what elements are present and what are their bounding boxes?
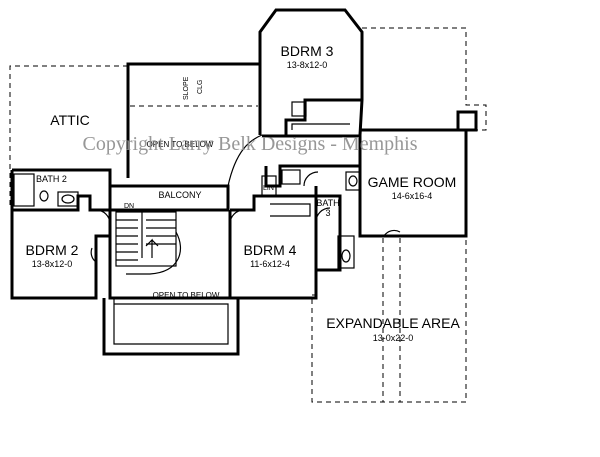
bdrm3-closet-wall: [284, 98, 362, 135]
bath2-name: BATH 2: [36, 174, 67, 184]
bdrm4-wall: [230, 194, 318, 300]
expandable-name: EXPANDABLE AREA: [326, 315, 460, 331]
tub-upper: [281, 169, 301, 185]
open-to-below-lower: OPEN TO BELOW: [153, 291, 220, 300]
bdrm3-dim: 13-8x12-0: [287, 60, 328, 70]
dashed-outlines: [9, 27, 487, 403]
door-swing: [383, 229, 401, 237]
clg-note: CLG: [197, 80, 204, 94]
stair-core-wall: [110, 184, 230, 212]
door-swing: [229, 209, 245, 225]
sink-upper: [345, 171, 361, 191]
stair-arrow: [145, 238, 159, 258]
bdrm3-wall: [258, 8, 364, 136]
game-room-dim: 14-6x16-4: [392, 191, 433, 201]
bdrm3-attic-outline: [362, 27, 487, 131]
lin-note: LIN: [263, 185, 274, 192]
stair-rail: [126, 231, 181, 275]
door-swing: [315, 207, 331, 223]
bath2-wall: [12, 168, 128, 188]
bdrm4-closet: [270, 203, 311, 217]
labels: BDRM 3 13-8x12-0 ATTIC SLOPE CLG OPEN TO…: [26, 43, 461, 343]
toilet-upper: [348, 175, 358, 187]
balcony-name: BALCONY: [158, 190, 201, 200]
attic-outline: [9, 65, 128, 205]
dn-note: DN: [124, 203, 134, 210]
door-swing: [303, 171, 319, 187]
bdrm3-closet-shelf: [291, 123, 350, 130]
slope-note: SLOPE: [183, 76, 190, 100]
expandable-dim: 13-0x22-0: [373, 333, 414, 343]
bath3-toilet: [341, 249, 351, 263]
bath3-name-line1: BATH: [316, 198, 339, 208]
bath2-tub: [13, 173, 35, 207]
stair-box: [115, 211, 177, 267]
bdrm4-name: BDRM 4: [244, 242, 297, 258]
attic-name: ATTIC: [50, 112, 89, 128]
bdrm2-name: BDRM 2: [26, 242, 79, 258]
bath2-lower-wall: [10, 170, 112, 212]
door-swing: [90, 247, 97, 263]
expandable-outline: [311, 236, 467, 403]
open-below-rail: [102, 298, 240, 356]
doors: [90, 171, 401, 263]
bdrm3-closet-box: [291, 101, 307, 117]
open-below-inner: [113, 298, 229, 345]
game-room-name: GAME ROOM: [368, 174, 457, 190]
bath2-vanity: [57, 191, 79, 207]
stairs: [115, 211, 181, 275]
bath2-sink: [61, 194, 75, 204]
open-area-wall: [126, 62, 260, 178]
bdrm4-dim: 11-6x12-4: [250, 259, 290, 269]
bath2-toilet: [39, 190, 49, 202]
bath3-tub: [337, 235, 355, 269]
upper-hall-wall: [264, 164, 360, 188]
door-swing: [95, 209, 111, 225]
bdrm2-dim: 13-8x12-0: [32, 259, 73, 269]
bdrm3-name: BDRM 3: [281, 43, 334, 59]
bath3-name-line2: 3: [325, 208, 330, 218]
copyright-watermark: Copyright Larry Belk Designs - Memphis: [83, 133, 418, 155]
core-lower-wall: [108, 210, 232, 300]
balcony-curve: [227, 134, 263, 187]
open-to-below-upper: OPEN TO BELOW: [147, 140, 214, 149]
linen-closet: [261, 175, 277, 197]
walls: [10, 8, 478, 356]
